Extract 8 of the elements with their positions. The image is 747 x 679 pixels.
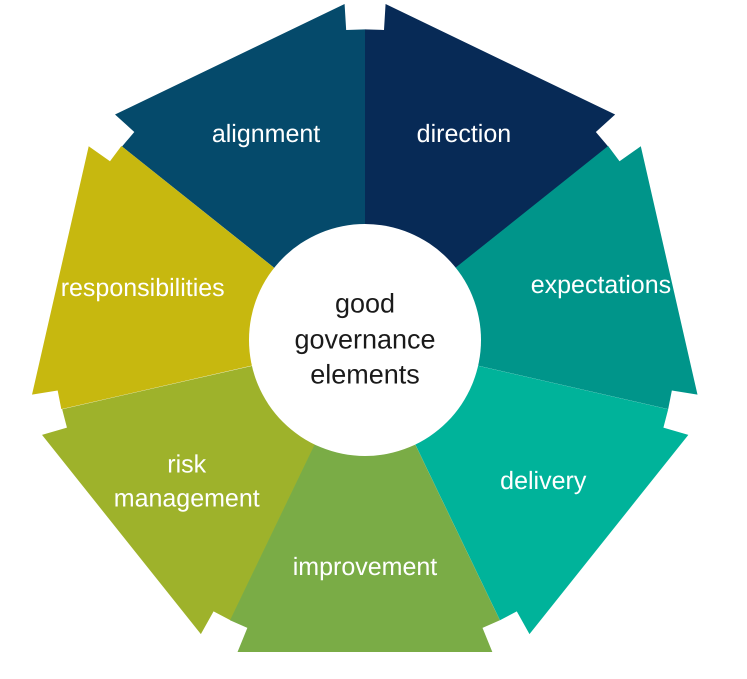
segment-label: responsibilities — [60, 273, 226, 304]
segment-label: risk management — [112, 449, 261, 514]
segment-label: improvement — [292, 552, 438, 584]
center-label: good governance elements — [293, 288, 437, 392]
segment-label: alignment — [210, 118, 322, 150]
segment-label: expectations — [530, 270, 672, 302]
segment-label: delivery — [499, 466, 588, 498]
segment-label: direction — [416, 118, 512, 150]
